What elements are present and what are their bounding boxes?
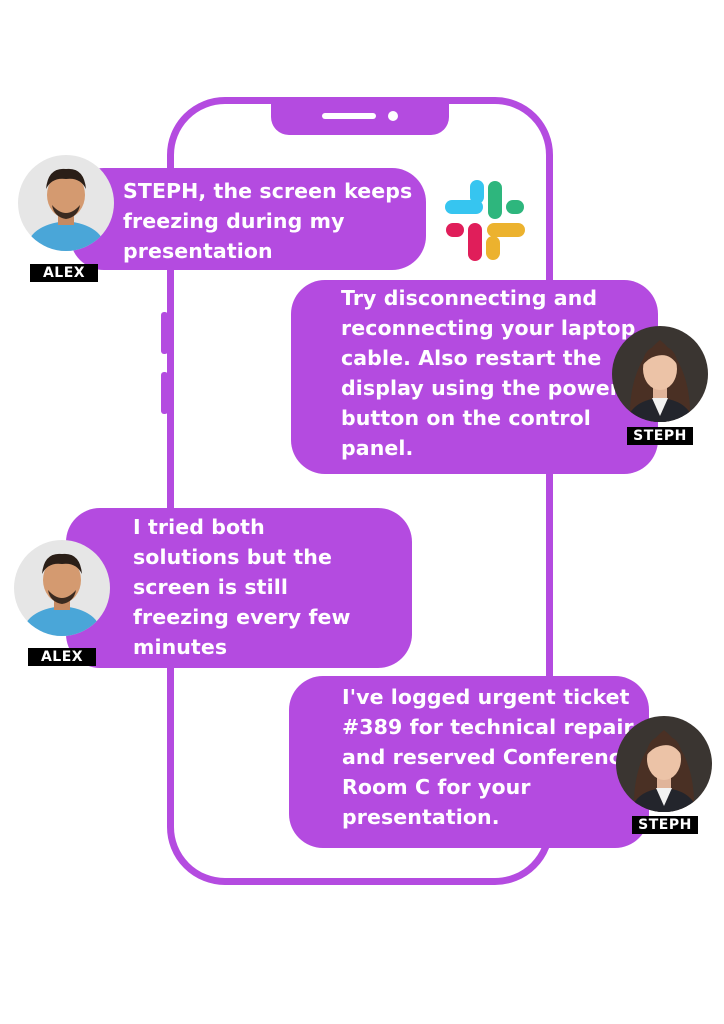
phone-side-button [161, 372, 168, 414]
message-text: STEPH, the screen keeps freezing during … [123, 179, 413, 263]
sender-name-tag: ALEX [28, 648, 96, 666]
slack-logo-icon [440, 178, 530, 264]
sender-name-tag: STEPH [632, 816, 698, 834]
avatar [616, 716, 712, 812]
phone-side-button [161, 312, 168, 354]
message-text: Try disconnecting and reconnecting your … [341, 286, 636, 460]
sender-name-tag: STEPH [627, 427, 693, 445]
message-text: I've logged urgent ticket #389 for techn… [342, 685, 636, 829]
message-bubble: Try disconnecting and reconnecting your … [291, 280, 658, 474]
message-text: I tried both solutions but the screen is… [133, 515, 351, 659]
phone-speaker [322, 113, 376, 119]
phone-camera [388, 111, 398, 121]
sender-name-tag: ALEX [30, 264, 98, 282]
message-bubble: STEPH, the screen keeps freezing during … [70, 168, 426, 270]
avatar [14, 540, 110, 636]
message-bubble: I tried both solutions but the screen is… [66, 508, 412, 668]
message-bubble: I've logged urgent ticket #389 for techn… [289, 676, 649, 848]
avatar [612, 326, 708, 422]
avatar [18, 155, 114, 251]
